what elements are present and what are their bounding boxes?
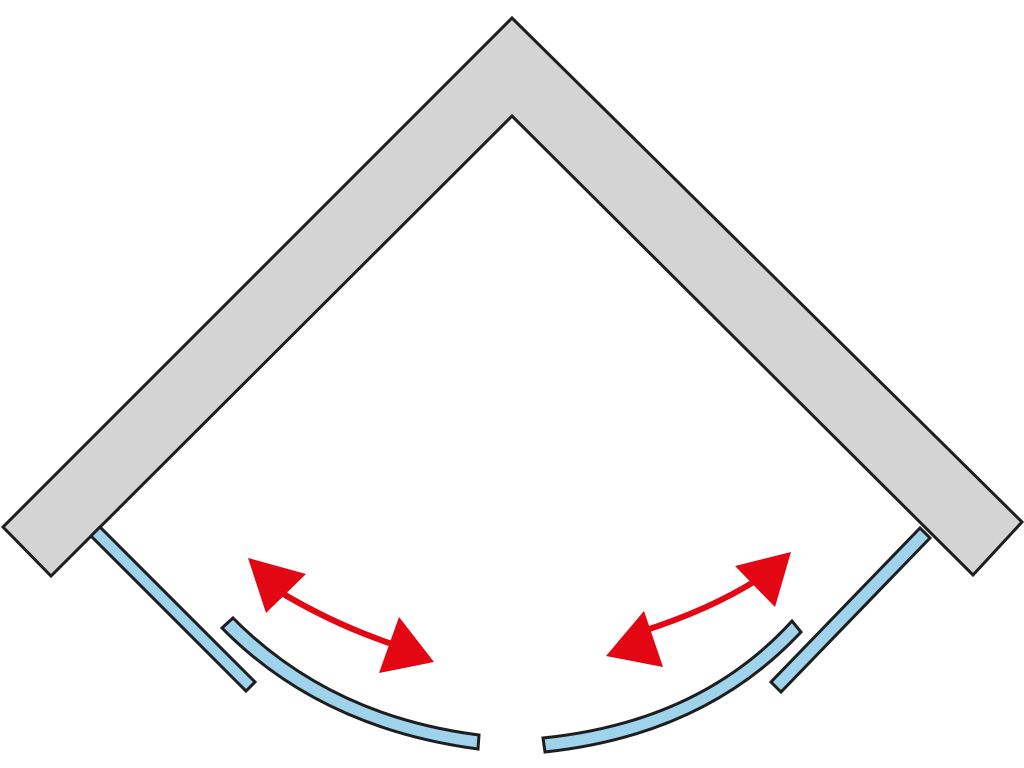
arrow-left-head-end [379, 617, 434, 673]
arrow-left-head-start [248, 558, 306, 613]
arrow-right-head-start [735, 552, 791, 607]
arrow-left-shaft [278, 589, 396, 648]
curved-sliding-door-right [541, 618, 803, 754]
corner-wall [0, 15, 1024, 579]
curved-sliding-door-left [219, 615, 481, 751]
double-arrow-right [606, 552, 791, 667]
fixed-glass-panel-right [768, 525, 933, 695]
arrow-right-head-end [606, 611, 663, 667]
double-arrow-left [248, 558, 434, 673]
arrow-right-shaft [639, 575, 762, 635]
fixed-glass-panel-left [88, 524, 258, 694]
